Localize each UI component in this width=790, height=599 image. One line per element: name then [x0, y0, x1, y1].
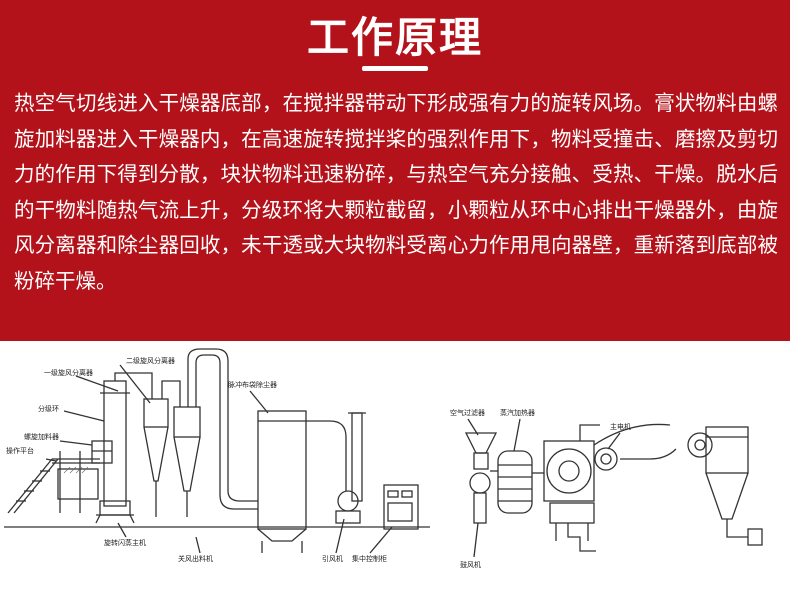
pulse-bag-filter [257, 410, 307, 553]
label-air-lock-discharger: 关风出料机 [178, 554, 213, 563]
control-cabinet [383, 484, 419, 530]
page-title: 工作原理 [306, 13, 483, 62]
working-principle-paragraph: 热空气切线进入干燥器底部，在搅拌器带动下形成强有力的旋转风场。膏状物料由螺旋加料… [14, 91, 778, 293]
secondary-cyclone [173, 406, 201, 517]
exhaust-chimney [348, 412, 366, 502]
label-classifier-ring: 分级环 [38, 404, 59, 413]
label-main-motor: 主电机 [610, 422, 631, 431]
label-pulse-bag-filter: 脉冲布袋除尘器 [228, 380, 277, 389]
main-motor [594, 447, 618, 471]
operating-platform-stairs [7, 451, 100, 514]
flash-drying-tower [95, 380, 135, 524]
label-platform: 操作平台 [6, 446, 34, 455]
induced-fan [335, 490, 361, 524]
steam-heater [497, 450, 533, 514]
process-diagram-panel: 二级旋风分离器 一级旋风分离器 分级环 螺旋加料器 操作平台 脉冲布袋除尘器 旋… [0, 341, 790, 599]
label-control-cabinet: 集中控制柜 [352, 554, 387, 563]
label-air-filter: 空气过滤器 [450, 408, 485, 417]
primary-cyclone [143, 398, 169, 517]
title-underline [362, 66, 428, 71]
right-cyclone [687, 426, 749, 520]
label-induced-fan: 引风机 [322, 554, 343, 563]
screw-feeder [91, 440, 113, 464]
process-flow-diagrams: 二级旋风分离器 一级旋风分离器 分级环 螺旋加料器 操作平台 脉冲布袋除尘器 旋… [4, 348, 763, 569]
air-filter [464, 432, 498, 470]
label-steam-heater: 蒸汽加热器 [500, 408, 535, 417]
label-primary-cyclone: 一级旋风分离器 [44, 368, 93, 377]
label-screw-feeder: 螺旋加料器 [24, 432, 59, 441]
label-blower: 鼓风机 [460, 560, 481, 569]
label-flash-drum-host: 旋转闪蒸主机 [104, 538, 146, 547]
label-secondary-cyclone: 二级旋风分离器 [126, 356, 175, 365]
right-discharge [726, 519, 763, 546]
flash-drum-host [543, 440, 596, 552]
blower [469, 472, 491, 524]
